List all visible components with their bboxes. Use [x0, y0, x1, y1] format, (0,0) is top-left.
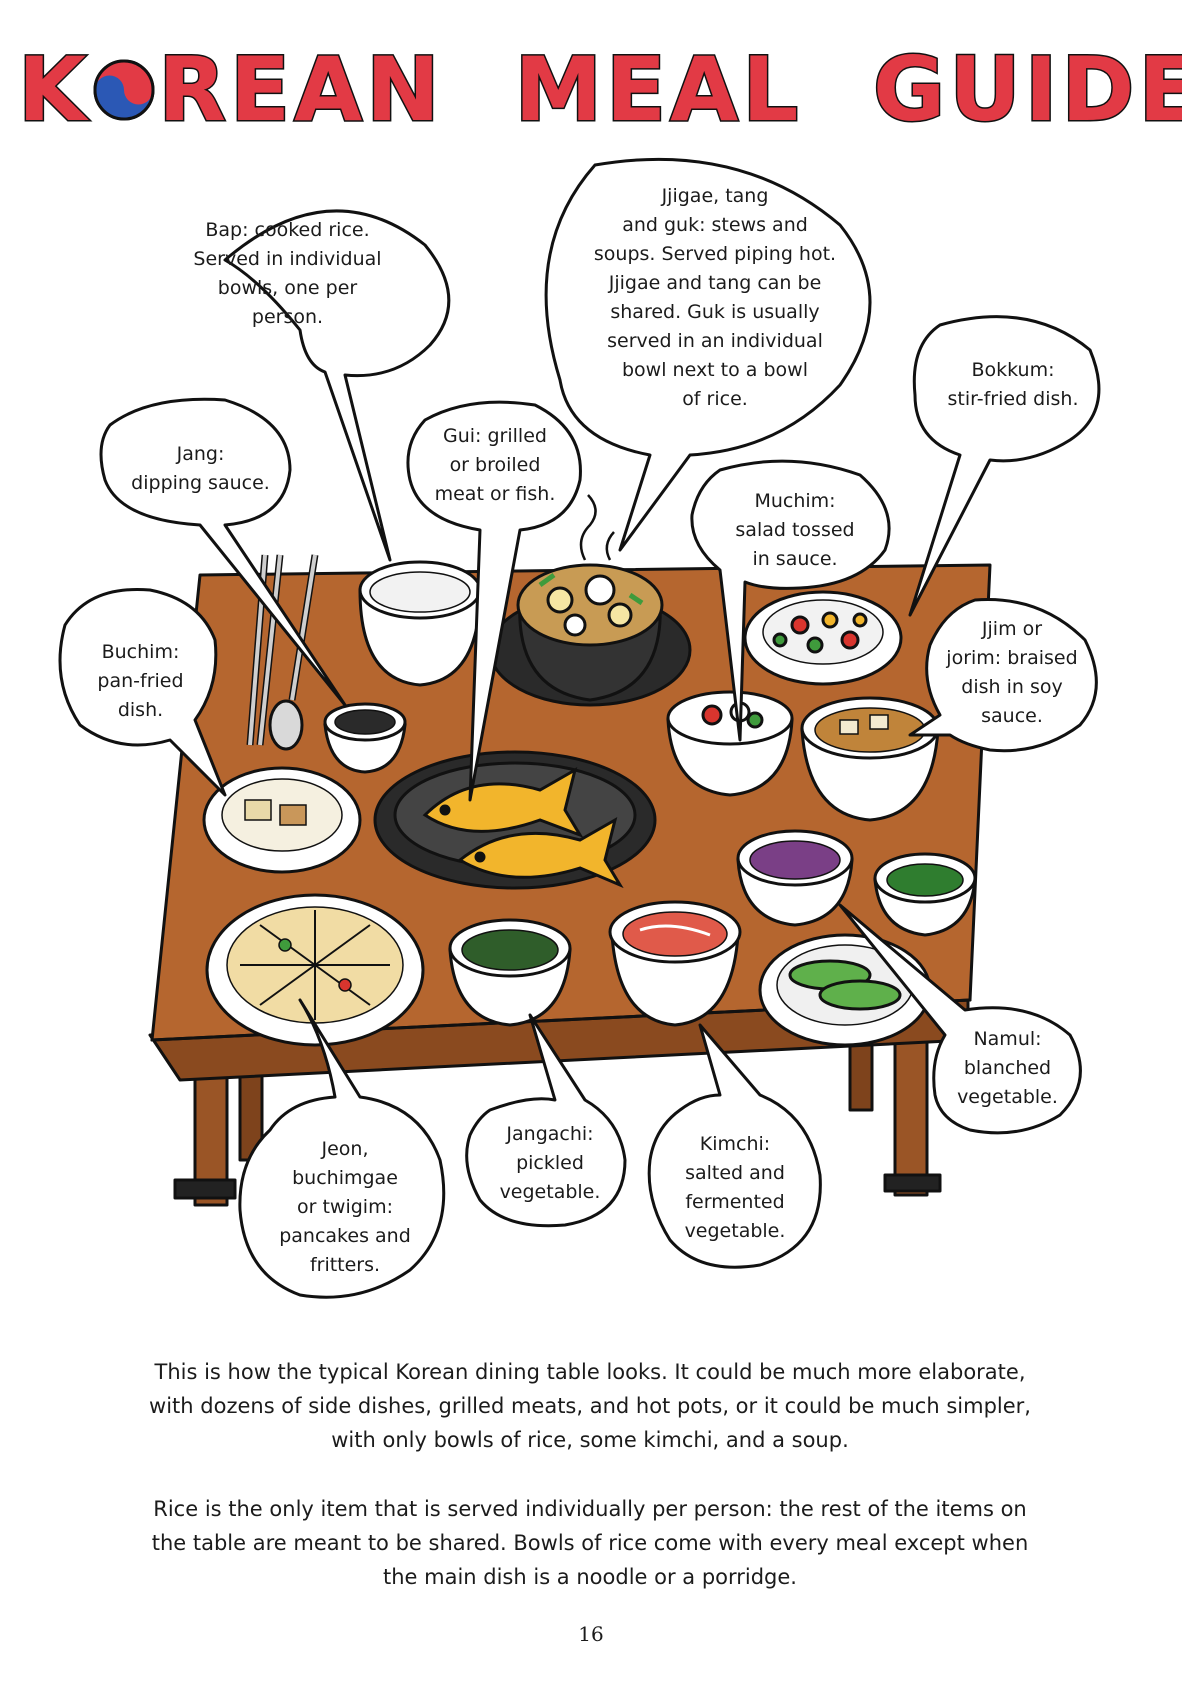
bubble-jang	[99, 397, 347, 707]
eggplant-bowl	[736, 829, 854, 927]
bubble-jjim	[908, 598, 1098, 753]
title-word-meal: MEAL	[513, 37, 803, 143]
cucumber-kimchi-plate	[758, 933, 932, 1047]
bubble-muchim	[690, 459, 891, 742]
bubble-buchim	[58, 587, 227, 797]
label-muchim: Muchim: salad tossed in sauce.	[735, 490, 855, 570]
label-buchim: Buchim: pan-fried dish.	[97, 641, 184, 721]
label-gui: Gui: grilled or broiled meat or fish.	[434, 425, 556, 505]
pan-fried-dish-plate	[202, 766, 362, 874]
stir-fry-plate	[743, 590, 903, 686]
pancake-plate	[205, 893, 425, 1047]
bubble-bap	[223, 209, 451, 562]
page-title: K REAN MEAL GUIDE	[0, 37, 1182, 143]
label-jangachi: Jangachi: pickled vegetable.	[499, 1123, 601, 1203]
label-jeon: Jeon, buchimgae or twigim: pancakes and …	[279, 1138, 411, 1276]
bubble-bokkum	[908, 315, 1101, 617]
bubble-jeon	[238, 998, 446, 1299]
title-letters-rean: REAN	[157, 37, 444, 143]
blanched-vegetable-bowl	[873, 852, 977, 937]
meal-table-illustration	[58, 157, 1101, 1299]
title-word-korean: K REAN	[16, 37, 444, 143]
label-bap: Bap: cooked rice. Served in individual b…	[193, 219, 382, 328]
caption-paragraph-2: Rice is the only item that is served ind…	[151, 1497, 1029, 1589]
kimchi-bowl	[608, 900, 742, 1027]
label-jjim: Jjim or jorim: braised dish in soy sauce…	[946, 618, 1078, 727]
caption-paragraph-1: This is how the typical Korean dining ta…	[149, 1360, 1031, 1452]
page-number: 16	[578, 1622, 604, 1646]
label-jjigae: Jjigae, tang and guk: stews and soups. S…	[593, 185, 837, 410]
rice-bowl	[358, 560, 482, 687]
title-letter-k: K	[16, 37, 91, 143]
dipping-sauce-bowl	[323, 702, 407, 774]
pickled-vegetable-bowl	[448, 918, 572, 1027]
bubble-jangachi	[465, 1013, 627, 1228]
label-bokkum: Bokkum: stir-fried dish.	[947, 359, 1079, 410]
title-word-guide: GUIDE	[872, 37, 1182, 143]
salad-bowl	[666, 690, 794, 797]
grilled-fish-plate	[373, 750, 657, 890]
label-namul: Namul: blanched vegetable.	[957, 1028, 1058, 1108]
stew-pot	[488, 494, 692, 707]
bubble-namul	[838, 903, 1082, 1135]
label-kimchi: Kimchi: salted and fermented vegetable.	[684, 1133, 786, 1242]
label-jang: Jang: dipping sauce.	[131, 443, 270, 494]
bubble-kimchi	[647, 1023, 822, 1269]
taegeuk-icon	[93, 59, 155, 121]
bubble-jjigae	[544, 157, 872, 552]
bubble-gui	[406, 400, 582, 802]
